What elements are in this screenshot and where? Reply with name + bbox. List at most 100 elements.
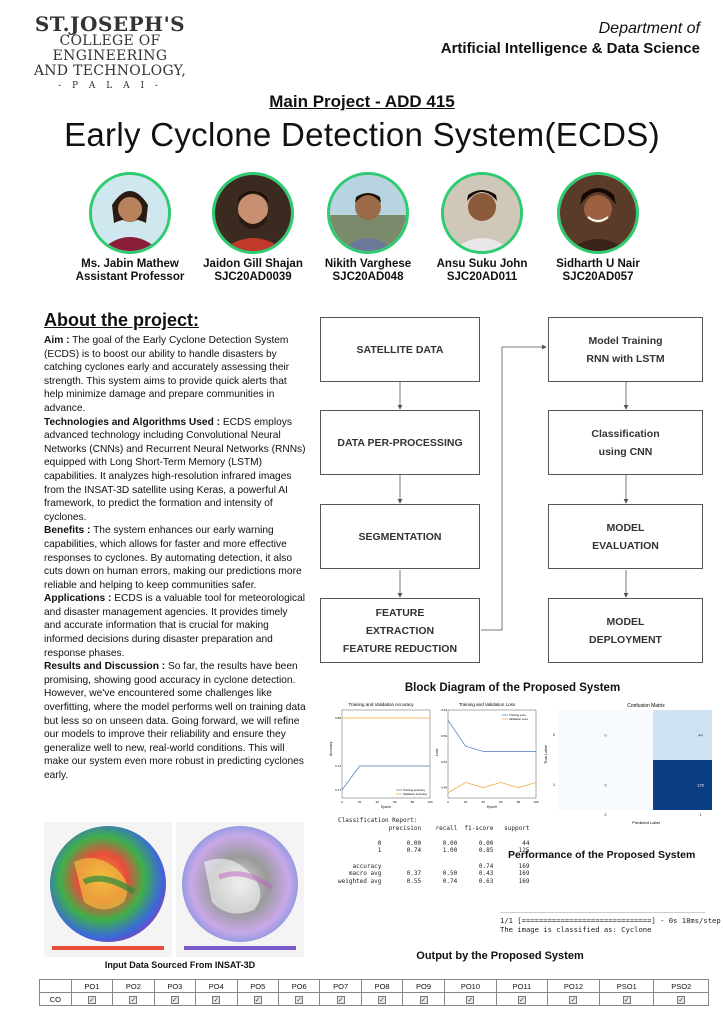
department-label: Department of <box>598 20 700 37</box>
table-header-cell: PO2 <box>112 979 155 993</box>
po-check-cell: ✓ <box>236 992 279 1006</box>
check-icon: ✓ <box>466 995 475 1004</box>
member-name: Jaidon Gill Shajan <box>203 258 303 270</box>
diagram-step-feature-extraction: FEATURE EXTRACTION FEATURE REDUCTION <box>320 598 480 663</box>
member-role: SJC20AD0039 <box>214 271 292 283</box>
x-axis-label: Predicted Label <box>632 820 660 825</box>
output-caption: Output by the Proposed System <box>416 950 584 962</box>
plot-frame <box>447 709 537 799</box>
table-header-cell: PO12 <box>546 979 601 993</box>
applications-label: Applications : <box>44 593 112 605</box>
member-role: SJC20AD048 <box>332 271 404 283</box>
y-tick-label: 0.80 <box>335 716 341 720</box>
avatar <box>441 172 523 254</box>
legend-label: Validation Accuracy <box>403 792 428 796</box>
heatmap-value: 44 <box>698 733 703 738</box>
table-header-cell: PO7 <box>319 979 362 993</box>
po-check-cell: ✓ <box>546 992 601 1006</box>
y-tick-label: 0.74 <box>335 764 341 768</box>
heatmap-cell <box>558 760 653 810</box>
y-tick-label: 0.59 <box>441 734 447 738</box>
po-check-cell: ✓ <box>277 992 321 1006</box>
po-check-cell: ✓ <box>360 992 404 1006</box>
y-axis-label: True Label <box>543 745 548 764</box>
x-tick-label: 20 <box>464 800 468 804</box>
member-name: Ansu Suku John <box>436 258 528 270</box>
table-header-cell: PO4 <box>195 979 238 993</box>
table-header-cell: PO9 <box>402 979 445 993</box>
member-role: SJC20AD057 <box>562 271 634 283</box>
diagram-step-segmentation: SEGMENTATION <box>320 504 480 569</box>
check-icon: ✓ <box>212 995 221 1004</box>
table-header-cell: PO8 <box>360 979 404 993</box>
table-header-cell: PO3 <box>153 979 197 993</box>
member-role: SJC20AD011 <box>446 271 518 283</box>
x-tick-label: 1 <box>700 813 702 817</box>
x-axis-label: Epoch <box>381 805 391 809</box>
x-tick-label: 0 <box>605 813 607 817</box>
y-tick-label: 0.64 <box>441 708 447 712</box>
table-header-cell: PSO1 <box>599 979 655 993</box>
course-title: Main Project - ADD 415 <box>269 92 455 111</box>
avatar <box>327 172 409 254</box>
team-member: Ansu Suku John SJC20AD011 <box>422 172 542 284</box>
heatmap-value: 0 <box>604 733 607 738</box>
po-mapping-table: PO1 PO2 PO3 PO4 PO5 PO6 PO7 PO8 PO9 PO10… <box>39 979 709 1006</box>
department-name: Artificial Intelligence & Data Science <box>440 40 700 57</box>
aim-text: The goal of the Early Cyclone Detection … <box>44 335 290 414</box>
check-icon: ✓ <box>87 995 96 1004</box>
x-tick-label: 60 <box>393 800 397 804</box>
college-name-line3: AND TECHNOLOGY, <box>33 63 187 79</box>
po-check-cell: ✓ <box>153 992 197 1006</box>
y-tick-label: 0 <box>553 733 555 737</box>
classification-report: Classification Report: precision recall … <box>338 817 530 885</box>
about-text: Aim : The goal of the Early Cyclone Dete… <box>44 334 306 783</box>
member-name: Sidharth U Nair <box>556 258 640 270</box>
diagram-step-classification: Classification using CNN <box>548 410 703 475</box>
college-name-line2: COLLEGE OF ENGINEERING <box>52 33 168 64</box>
member-name: Nikith Varghese <box>324 258 412 270</box>
row-label: CO <box>39 992 72 1006</box>
y-tick-label: 1 <box>553 783 555 787</box>
team-member: Ms. Jabin Mathew Assistant Professor <box>70 172 190 284</box>
po-check-cell: ✓ <box>402 992 445 1006</box>
college-logo: ST.JOSEPH'S COLLEGE OF ENGINEERING AND T… <box>20 14 200 91</box>
check-icon: ✓ <box>419 995 428 1004</box>
x-tick-label: 40 <box>482 800 486 804</box>
input-caption: Input Data Sourced From INSAT-3D <box>104 960 256 970</box>
chart-title: Training and Validation Loss <box>459 702 516 707</box>
heatmap-cell <box>653 760 712 810</box>
legend-label: Training Loss <box>509 713 526 717</box>
table-header-cell <box>39 979 72 993</box>
series-line-1 <box>447 782 537 794</box>
diagram-step-model-evaluation: MODEL EVALUATION <box>548 504 703 569</box>
technologies-label: Technologies and Algorithms Used : <box>44 416 221 428</box>
terminal-output: 1/1 [==============================] - 0… <box>500 912 721 940</box>
po-check-cell: ✓ <box>496 992 548 1006</box>
check-icon: ✓ <box>336 995 345 1004</box>
about-heading: About the project: <box>44 310 199 330</box>
y-tick-label: 0.49 <box>441 786 447 790</box>
diagram-step-preprocessing: DATA PER-PROCESSING <box>320 410 480 475</box>
team-member: Sidharth U Nair SJC20AD057 <box>538 172 658 284</box>
avatar <box>557 172 639 254</box>
series-line-0 <box>447 720 536 752</box>
confusion-matrix: Confusion Matrix True Label Predicted La… <box>542 700 712 828</box>
avatar <box>212 172 294 254</box>
diagram-step-model-deployment: MODEL DEPLOYMENT <box>548 598 703 663</box>
check-icon: ✓ <box>677 995 686 1004</box>
diagram-step-satellite-data: SATELLITE DATA <box>320 317 480 382</box>
accuracy-chart: Training and Validation Accuracy Accurac… <box>328 700 434 810</box>
benefits-label: Benefits : <box>44 525 91 537</box>
y-axis-label: Accuracy <box>329 741 333 756</box>
table-header-cell: PO5 <box>236 979 279 993</box>
heatmap-value: 0 <box>604 783 607 788</box>
check-icon: ✓ <box>378 995 387 1004</box>
y-tick-label: 0.54 <box>441 760 447 764</box>
college-name-line1: ST.JOSEPH'S <box>34 12 186 36</box>
satellite-images <box>44 822 304 957</box>
heatmap-cell <box>558 710 653 760</box>
table-header-cell: PO10 <box>443 979 498 993</box>
chart-title: Confusion Matrix <box>627 703 665 709</box>
x-tick-label: 40 <box>376 800 380 804</box>
